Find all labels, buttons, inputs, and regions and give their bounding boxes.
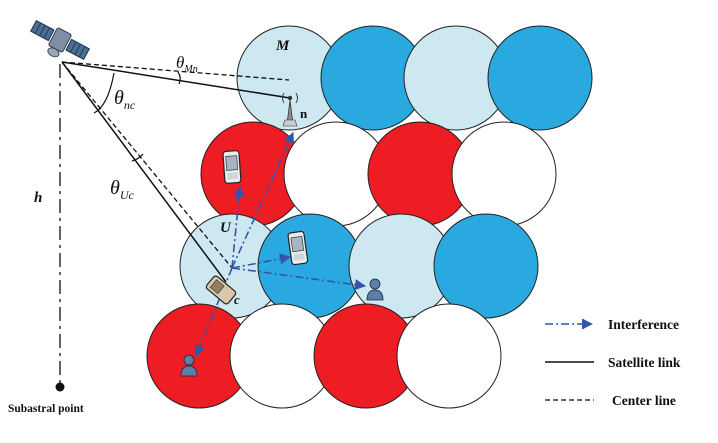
angle-label-Mn: θMn: [176, 53, 198, 75]
user-icon: [180, 354, 198, 377]
legend-center-line-label: Center line: [612, 393, 676, 408]
angle-arc-nc: [93, 72, 115, 114]
satellite-icon: [30, 19, 90, 61]
cell-M-label: M: [275, 38, 290, 54]
base-station-icon: [282, 92, 298, 127]
interference-to-n: [231, 131, 294, 269]
interference-to-right-user: [231, 267, 367, 291]
satellite-link-to-c: [61, 61, 227, 283]
user-U-label: U: [220, 220, 232, 236]
satellite-link-to-n: [61, 61, 291, 99]
user-icon: [366, 278, 384, 301]
angle-arc-Uc: [131, 153, 144, 162]
angle-label-nc: θnc: [114, 87, 136, 112]
cell-r4-4: [396, 303, 502, 409]
legend-satellite-link-label: Satellite link: [608, 355, 681, 370]
cell-r1-4: [487, 25, 593, 131]
cell-r3-4: [433, 213, 539, 319]
center-line-to-M: [61, 61, 290, 81]
interference-to-upper-phone: [231, 185, 245, 269]
cell-c-label: c: [234, 292, 240, 307]
interference-to-right-phone: [231, 253, 292, 269]
legend: Interference Satellite link Center line: [545, 317, 681, 408]
center-line-to-c: [61, 61, 233, 269]
height-label: h: [34, 190, 42, 206]
legend-interference-label: Interference: [608, 317, 679, 332]
phone-icon: [222, 150, 242, 184]
substral-point-marker: [55, 382, 65, 392]
phone-icon: [205, 275, 237, 305]
cell-r2-4: [451, 121, 557, 227]
substral-point-label: Subastral point: [8, 403, 84, 415]
phone-icon: [287, 230, 309, 266]
angle-label-Uc: θUc: [110, 177, 134, 202]
cell-r3-2: [257, 213, 363, 319]
cell-grid: [146, 25, 593, 409]
interference-arrows: [194, 131, 367, 358]
node-n-label: n: [300, 106, 308, 121]
angle-arc-Mn: [177, 71, 181, 85]
